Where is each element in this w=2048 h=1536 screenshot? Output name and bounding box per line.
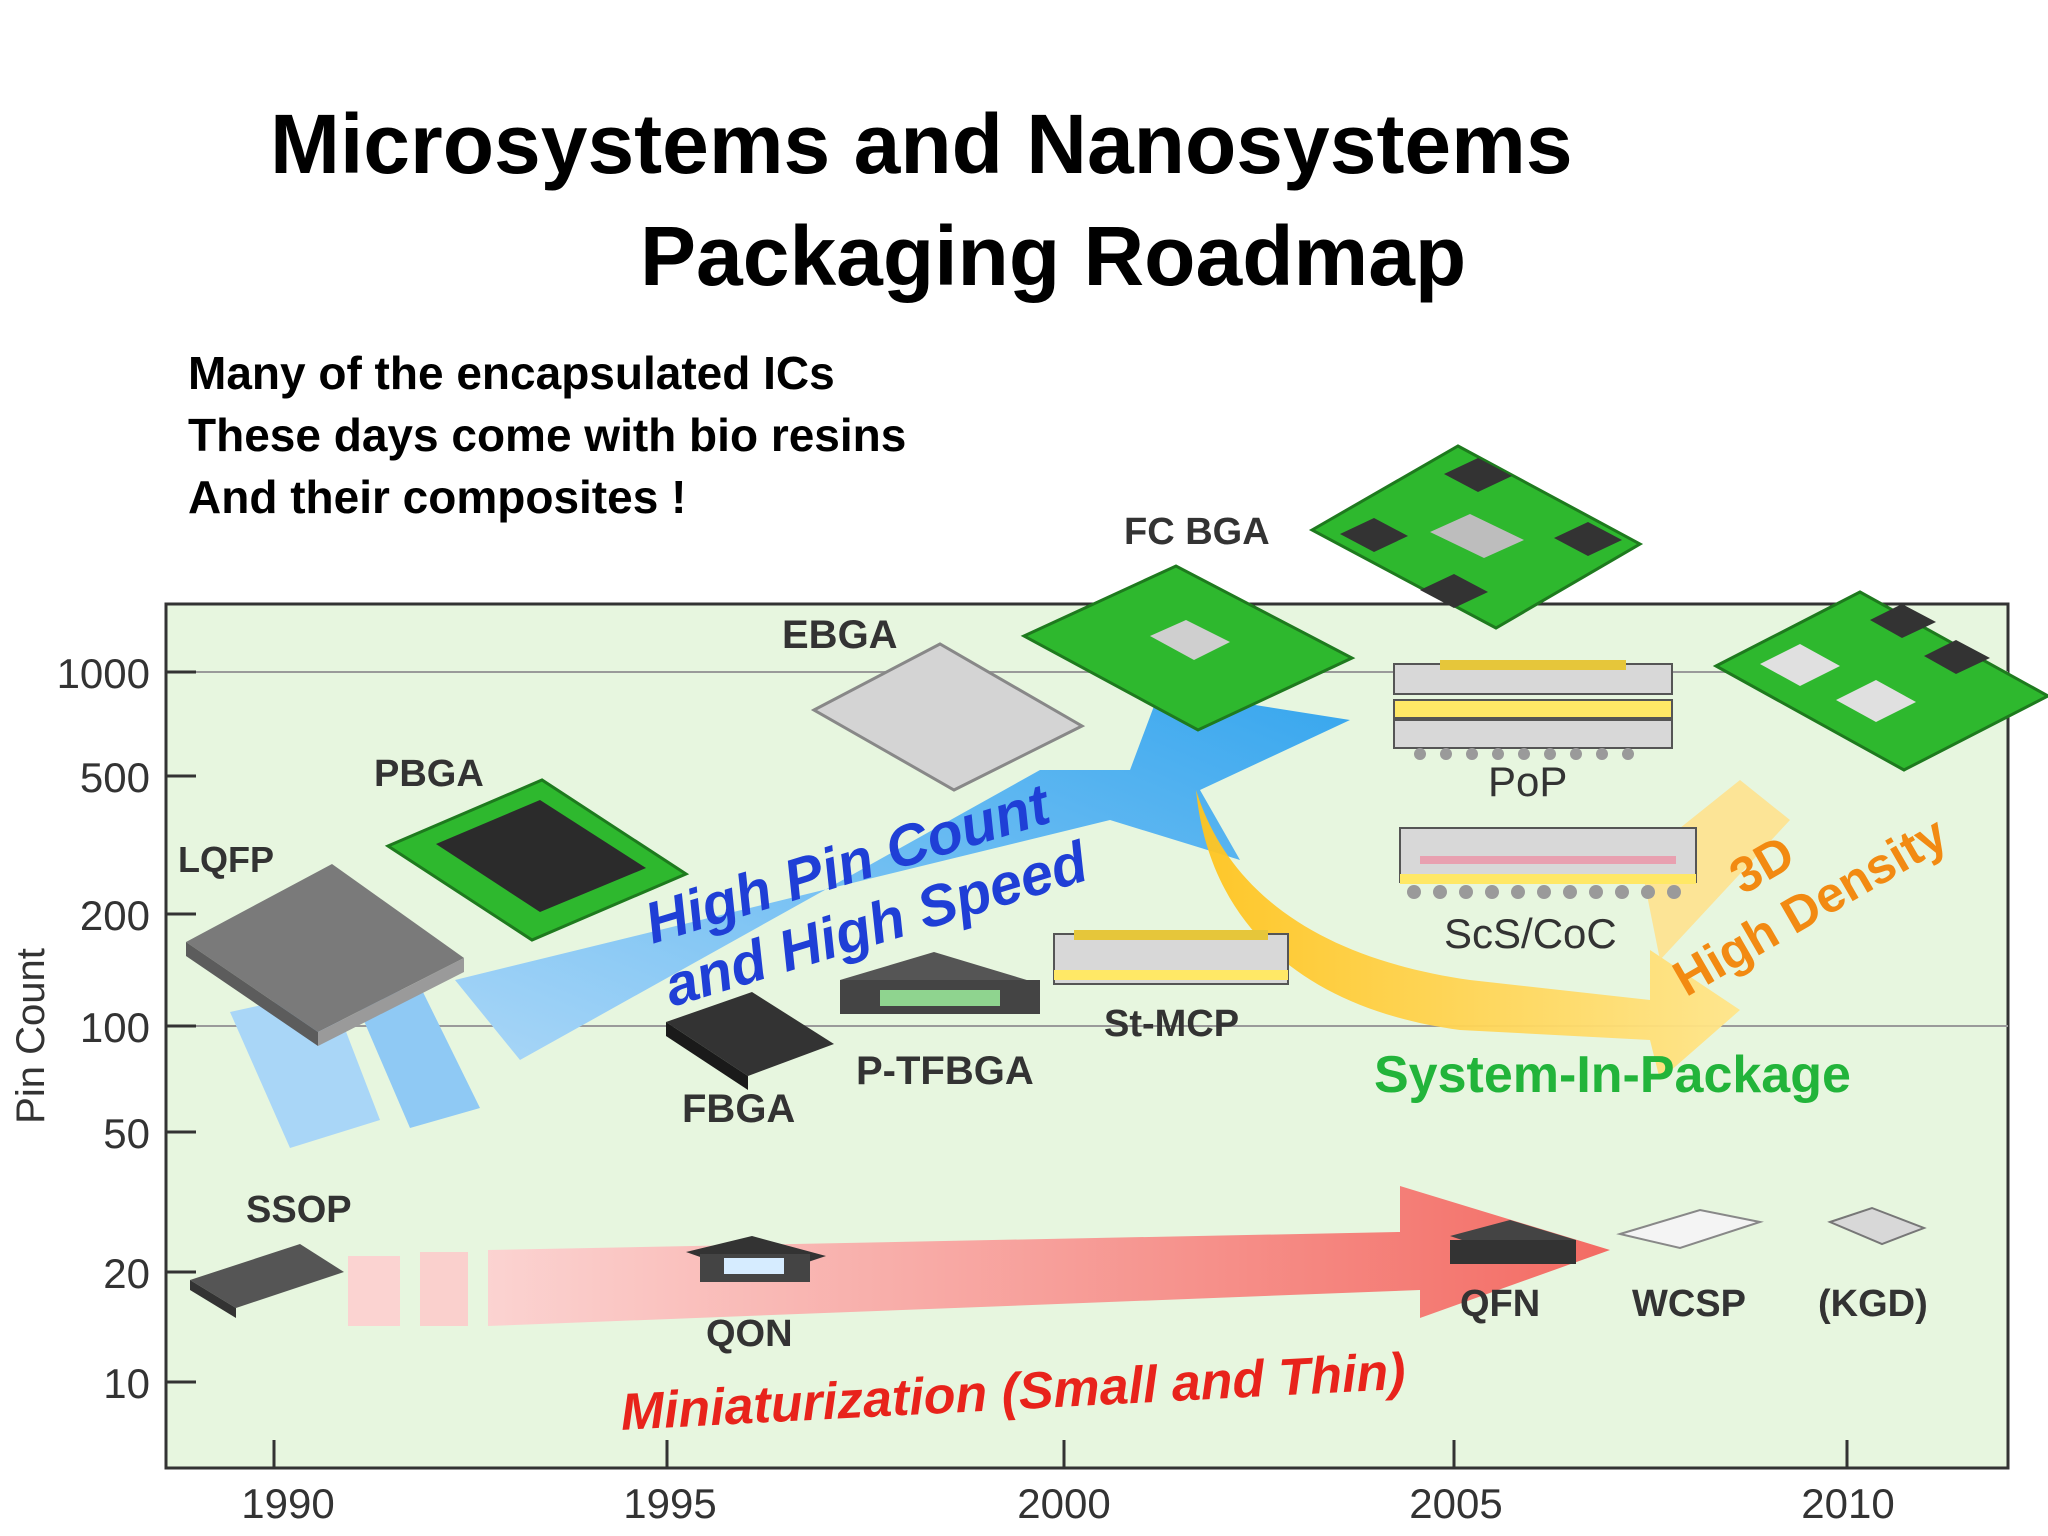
title-line-1: Microsystems and Nanosystems (270, 97, 1573, 191)
scs-coc-chip-icon (1399, 827, 1697, 899)
wcsp-chip-icon (1616, 1208, 1764, 1250)
pbga-label: PBGA (374, 753, 484, 795)
x-tick-label: 2010 (1801, 1480, 1894, 1527)
qfn-chip-icon (1450, 1220, 1576, 1264)
fcbga-chip-icon (1020, 564, 1356, 732)
y-tick-label: 100 (80, 1004, 150, 1051)
st-mcp-label: St-MCP (1104, 1003, 1239, 1045)
y-tick-label: 20 (103, 1250, 150, 1297)
note-line-3: And their composites ! (188, 471, 687, 523)
fcbga-label: FC BGA (1124, 511, 1270, 553)
fbga-chip-icon (666, 992, 834, 1090)
ssop-chip-icon (190, 1244, 344, 1318)
lqfp-chip-icon (186, 864, 464, 1046)
p-tfbga-chip-icon (840, 952, 1040, 1014)
x-tick-label: 1990 (241, 1480, 334, 1527)
y-tick-label: 10 (103, 1360, 150, 1407)
wcsp-label: WCSP (1632, 1283, 1746, 1325)
x-tick-label: 2000 (1017, 1480, 1110, 1527)
x-tick-label: 2005 (1409, 1480, 1502, 1527)
y-tick-label: 50 (103, 1110, 150, 1157)
pop-label: PoP (1488, 758, 1567, 805)
ebga-chip-icon (810, 642, 1086, 792)
qon-chip-icon (686, 1236, 826, 1282)
note-line-2: These days come with bio resins (188, 409, 907, 461)
note-line-1: Many of the encapsulated ICs (188, 347, 835, 399)
st-mcp-chip-icon (1053, 930, 1289, 985)
fcbga-module-icon (1308, 444, 1644, 630)
scs-coc-label: ScS/CoC (1444, 910, 1617, 957)
kgd-chip-icon (1827, 1206, 1927, 1246)
ssop-label: SSOP (246, 1189, 352, 1231)
fcbga-module-2-icon (1712, 590, 2048, 772)
pop-chip-icon (1393, 660, 1673, 760)
3d-density-arrow (1196, 780, 1790, 1080)
y-tick-label: 500 (80, 754, 150, 801)
lqfp-label: LQFP (178, 839, 274, 880)
kgd-label: (KGD) (1818, 1283, 1928, 1325)
fbga-label: FBGA (682, 1087, 795, 1131)
y-tick-label: 1000 (57, 650, 150, 697)
p-tfbga-label: P-TFBGA (856, 1049, 1034, 1093)
system-in-package-label: System-In-Package (1374, 1046, 1851, 1104)
qfn-label: QFN (1460, 1283, 1540, 1325)
qon-label: QON (706, 1313, 793, 1355)
x-tick-label: 1995 (623, 1480, 716, 1527)
y-axis-label: Pin Count (9, 948, 53, 1124)
ebga-label: EBGA (782, 613, 898, 657)
y-tick-label: 200 (80, 892, 150, 939)
title-line-2: Packaging Roadmap (640, 209, 1467, 303)
miniaturization-arrow (348, 1186, 1610, 1326)
pbga-chip-icon (384, 778, 690, 942)
